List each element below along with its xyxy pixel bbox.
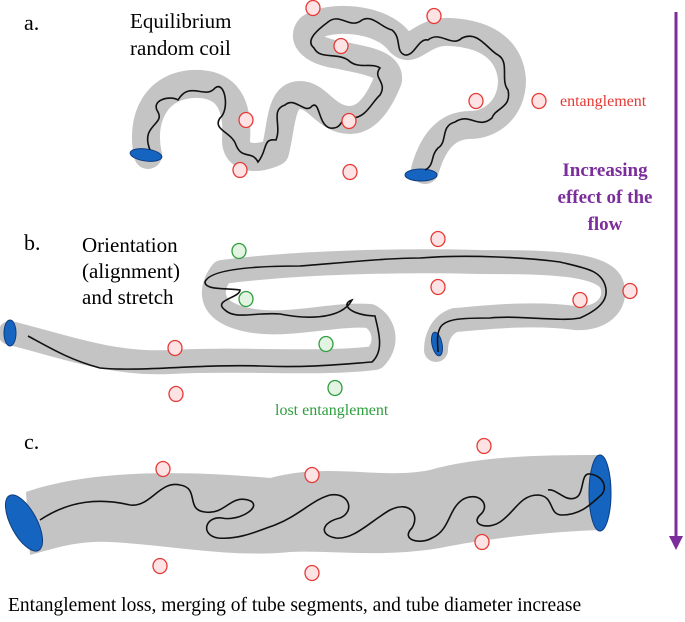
panel-a-title-line1: Equilibrium [130, 9, 232, 33]
panel-b-title-line2: (alignment) [82, 259, 180, 283]
chain-a [146, 17, 510, 171]
entanglement-point [426, 7, 442, 25]
flow-arrow: Increasing effect of the flow [558, 12, 683, 550]
entanglement-point [152, 557, 168, 575]
entanglement-point [531, 92, 547, 110]
panel-a-title-line2: random coil [130, 36, 231, 60]
entanglement-point [622, 282, 638, 300]
tube-a-end-left [129, 148, 163, 162]
tube-c-end-right [588, 454, 612, 532]
entanglement-point [474, 533, 490, 551]
flow-label-line2: effect of the [558, 187, 653, 208]
tube-c [26, 455, 600, 555]
entanglement-label: entanglement [560, 93, 647, 110]
chain-c [39, 473, 606, 542]
entanglements-b [167, 230, 638, 403]
entanglement-point [430, 230, 446, 248]
entanglement-point [430, 278, 446, 296]
caption: Entanglement loss, merging of tube segme… [8, 595, 581, 616]
entanglements-a [232, 0, 547, 181]
lost-entanglement-point [238, 290, 254, 308]
entanglement-point [333, 37, 349, 55]
panel-b: b. Orientation (alignment) and stretch l… [0, 230, 638, 419]
panel-b-letter: b. [24, 230, 41, 255]
lost-entanglement-point [231, 242, 247, 260]
entanglement-point [476, 437, 492, 455]
entanglement-point [167, 339, 183, 357]
chain-b [27, 255, 607, 370]
panel-a: a. Equilibrium random coil entanglement [24, 0, 647, 184]
entanglement-point [305, 0, 321, 17]
entanglement-point [168, 385, 184, 403]
tube-a-end-right [404, 168, 438, 182]
entanglement-point [468, 92, 484, 110]
panel-a-letter: a. [24, 10, 39, 35]
flow-label-line3: flow [588, 214, 623, 235]
entanglements-c [152, 437, 492, 582]
panel-b-title-line1: Orientation [82, 233, 178, 257]
entanglement-point [155, 460, 171, 478]
entanglement-point [572, 291, 588, 309]
tube-c-end-left [4, 494, 44, 552]
lost-entanglement-point [327, 379, 343, 397]
entanglement-point [304, 466, 320, 484]
entanglement-point [238, 111, 254, 129]
panel-c: c. [4, 429, 612, 582]
lost-entanglements-b [231, 242, 343, 397]
lost-entanglement-point [318, 335, 334, 353]
entanglement-point [342, 163, 358, 181]
entanglement-point [341, 112, 357, 130]
flow-arrow-head [669, 536, 683, 550]
tube-a [131, 5, 526, 184]
panel-b-title-line3: and stretch [82, 285, 174, 309]
entanglement-point [232, 161, 248, 179]
lost-entanglement-label: lost entanglement [275, 402, 389, 419]
panel-c-letter: c. [24, 429, 39, 454]
flow-label-line1: Increasing [562, 160, 648, 181]
tube-b-end-left [3, 319, 17, 347]
entanglement-point [304, 564, 320, 582]
